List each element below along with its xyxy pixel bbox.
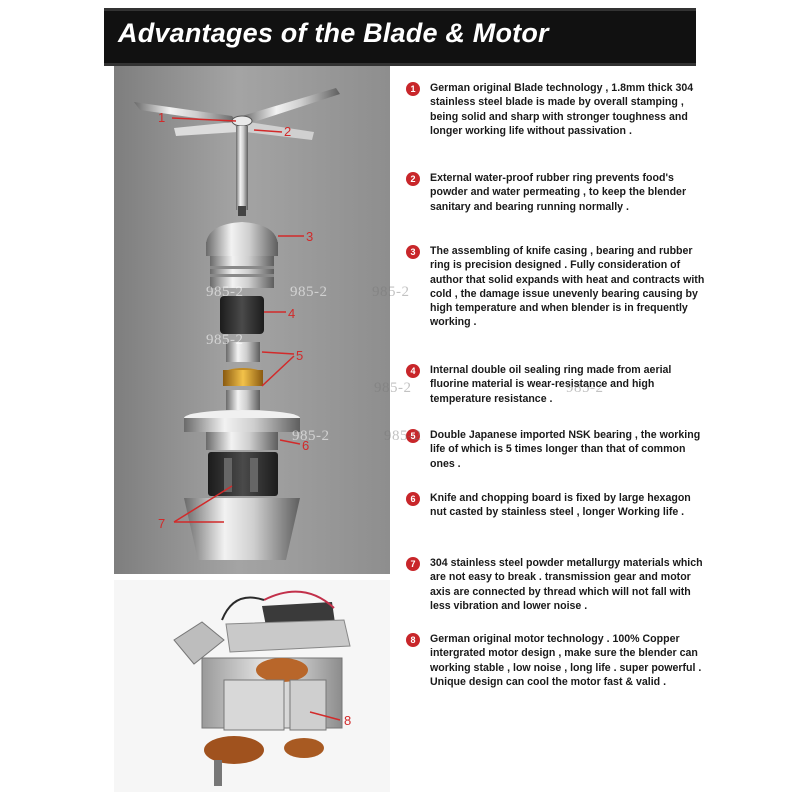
feature-number-badge: 2: [406, 172, 420, 186]
callout-4: 4: [288, 306, 295, 321]
watermark: 985-2: [566, 380, 604, 396]
header-banner: Advantages of the Blade & Motor: [104, 8, 696, 66]
feature-number-badge: 7: [406, 557, 420, 571]
watermark: 985-2: [206, 284, 244, 300]
feature-number-badge: 8: [406, 633, 420, 647]
watermark: 985-2: [384, 428, 422, 444]
watermark: 985-2: [292, 428, 330, 444]
exploded-view-graphic: 1 2 3 4 5 6 7: [134, 88, 340, 560]
watermark: 985-2: [372, 284, 410, 300]
callout-5: 5: [296, 348, 303, 363]
feature-number-badge: 4: [406, 364, 420, 378]
blade-assembly-illustration: 1 2 3 4 5 6 7: [114, 66, 390, 574]
callout-8: 8: [344, 713, 351, 728]
callout-2: 2: [284, 124, 291, 139]
callout-7: 7: [158, 516, 165, 531]
feature-text: 304 stainless steel powder metallurgy ma…: [430, 557, 703, 612]
motor-illustration: 8: [114, 580, 390, 792]
motor-graphic: 8: [114, 580, 390, 792]
feature-text: The assembling of knife casing , bearing…: [430, 245, 705, 329]
feature-number-badge: 1: [406, 82, 420, 96]
feature-number-badge: 3: [406, 245, 420, 259]
feature-number-badge: 5: [406, 429, 420, 443]
watermark: 985-2: [374, 380, 412, 396]
feature-text: Double Japanese imported NSK bearing , t…: [430, 429, 701, 470]
feature-number-badge: 6: [406, 492, 420, 506]
feature-text: External water-proof rubber ring prevent…: [430, 172, 687, 213]
page-title: Advantages of the Blade & Motor: [118, 18, 549, 48]
callout-3: 3: [306, 229, 313, 244]
feature-text: Knife and chopping board is fixed by lar…: [430, 492, 691, 519]
callout-1: 1: [158, 110, 165, 125]
watermark: 985-2: [290, 284, 328, 300]
watermark: 985-2: [206, 332, 244, 348]
callout-6: 6: [302, 438, 309, 453]
feature-text: German original Blade technology , 1.8mm…: [430, 82, 694, 137]
feature-text: German original motor technology . 100% …: [430, 633, 702, 688]
feature-text: Internal double oil sealing ring made fr…: [430, 364, 672, 405]
blade-icon: [134, 88, 340, 140]
